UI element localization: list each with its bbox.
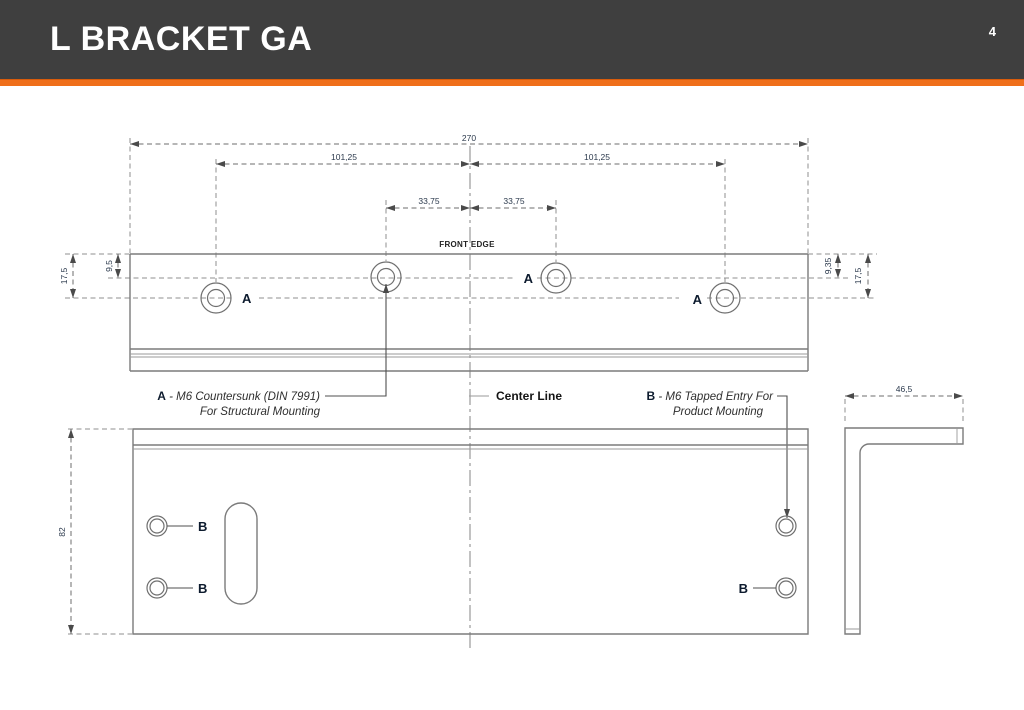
page-title: L BRACKET GA: [50, 20, 313, 58]
dim-depth-82: 82: [57, 527, 67, 537]
hole-label-a: A: [524, 271, 534, 286]
dim-101-left: 101,25: [331, 152, 357, 162]
note-b-text: - M6 Tapped Entry For: [655, 391, 774, 403]
legend: A - M6 Countersunk (DIN 7991) For Struct…: [157, 284, 790, 518]
side-view-outline: [844, 427, 964, 635]
side-view: 46,5: [844, 384, 964, 635]
plan-view-outline: [132, 428, 809, 635]
note-b-prefix: B: [647, 389, 656, 403]
dim-101-right: 101,25: [584, 152, 610, 162]
dim-17-5-right: 17,5: [853, 267, 863, 284]
note-b-line1: B - M6 Tapped Entry For: [647, 389, 775, 403]
note-a-line2: For Structural Mounting: [200, 406, 321, 418]
note-a-prefix: A: [157, 389, 166, 403]
hole-a-4: [709, 282, 741, 314]
accent-bar: [0, 79, 1024, 86]
page-number: 4: [988, 24, 996, 39]
hole-a-3: [540, 262, 572, 294]
technical-drawing: A A A FRONT EDGE 270 101,25 101,25 33,75…: [57, 133, 964, 649]
note-a-leader: [325, 284, 389, 397]
construction-lines: [65, 138, 964, 635]
hole-label-a: A: [242, 291, 252, 306]
hole-label-b: B: [198, 581, 207, 596]
dim-46-5: 46,5: [896, 384, 913, 394]
dim-9-35-right: 9,35: [823, 257, 833, 274]
note-a-line1: A - M6 Countersunk (DIN 7991): [157, 389, 320, 403]
slide-header: L BRACKET GA 4: [0, 0, 1024, 79]
slot: [224, 502, 258, 605]
front-edge-label: FRONT EDGE: [439, 240, 495, 249]
note-b-leader: [777, 395, 790, 518]
dimension-lines: [68, 141, 963, 634]
hole-b-2: [146, 577, 168, 599]
hole-b-3: [775, 515, 797, 537]
dim-overall-width: 270: [462, 133, 476, 143]
note-b-line2: Product Mounting: [673, 406, 764, 418]
hole-b-4: [775, 577, 797, 599]
plan-view: B B B 82: [57, 428, 809, 635]
front-view-outline: [129, 253, 809, 372]
hole-b-1: [146, 515, 168, 537]
dim-9-5-left: 9,5: [104, 260, 114, 272]
dim-33-left: 33,75: [418, 196, 440, 206]
front-view-fold-line: [130, 353, 808, 358]
hole-label-b: B: [198, 519, 207, 534]
front-view-dimensions: 270 101,25 101,25 33,75 33,75 17,5 9,5 9…: [59, 133, 863, 284]
hole-label-a: A: [693, 292, 703, 307]
dim-33-right: 33,75: [503, 196, 525, 206]
center-line-label: Center Line: [496, 389, 562, 403]
dim-17-5-left: 17,5: [59, 267, 69, 284]
note-a-text: - M6 Countersunk (DIN 7991): [166, 391, 320, 403]
hole-label-b: B: [739, 581, 748, 596]
hole-a-1: [200, 282, 232, 314]
front-view: A A A FRONT EDGE: [129, 240, 809, 372]
side-view-thickness-line: [845, 428, 958, 630]
